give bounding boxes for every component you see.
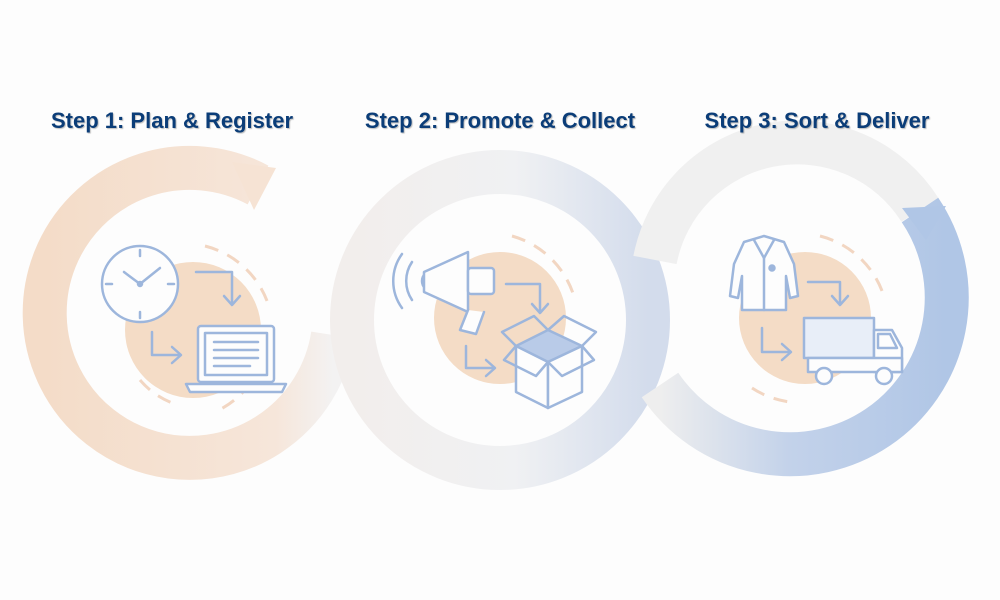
arrow-down-right-icon [464, 344, 497, 378]
clock-icon [100, 244, 180, 324]
step-3-title: Step 3: Sort & Deliver [704, 108, 930, 133]
arrow-down-right-icon [760, 326, 793, 362]
coat-icon [728, 234, 800, 312]
arrow-right-down-icon [504, 282, 550, 315]
ring-step-3 [633, 120, 969, 477]
step-1-title: Step 1: Plan & Register [50, 108, 294, 133]
step-2-title: Step 2: Promote & Collect [364, 108, 636, 133]
arrow-right-down-icon [194, 270, 242, 307]
arrow-down-right-icon [150, 330, 183, 365]
box-icon [500, 314, 598, 410]
ring-step-1 [22, 145, 355, 480]
laptop-icon [184, 324, 288, 394]
arrow-right-down-icon [806, 280, 850, 307]
ring-step-2 [330, 150, 670, 490]
megaphone-icon [392, 250, 496, 336]
truck-icon [802, 316, 904, 386]
